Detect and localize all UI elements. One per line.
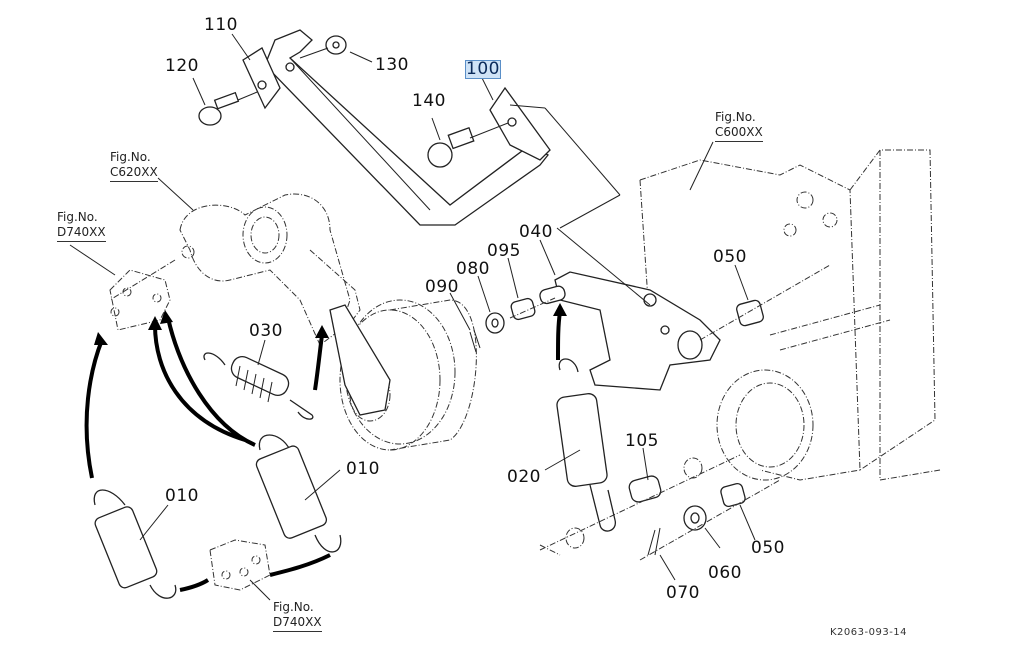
bushing-105 — [628, 475, 662, 503]
figure-ref-d740-top-line2: D740XX — [57, 225, 106, 242]
part-label-020[interactable]: 020 — [507, 467, 541, 487]
figure-ref-c600-line1: Fig.No. — [715, 110, 756, 124]
bolt-120 — [198, 91, 240, 126]
drawing-code: K2063-093-14 — [830, 627, 908, 638]
part-label-090[interactable]: 090 — [425, 277, 459, 297]
spring-030 — [203, 352, 314, 420]
part-label-140[interactable]: 140 — [412, 91, 446, 111]
plate-d740-bottom — [209, 539, 271, 591]
part-label-010-right[interactable]: 010 — [346, 459, 380, 479]
washer-lower — [565, 527, 585, 549]
figure-ref-c620-line1: Fig.No. — [110, 150, 151, 164]
part-label-010-left[interactable]: 010 — [165, 486, 199, 506]
part-label-060[interactable]: 060 — [708, 563, 742, 583]
figure-ref-c620-line2: C620XX — [110, 165, 158, 182]
part-label-095[interactable]: 095 — [487, 241, 521, 261]
plate-d740-top — [109, 269, 171, 331]
pin-lower — [539, 544, 561, 556]
bushing-050-upper — [736, 299, 764, 327]
spring-010-left — [93, 489, 177, 599]
cotter-pin-070 — [647, 527, 661, 556]
part-label-070[interactable]: 070 — [666, 583, 700, 603]
part-label-030[interactable]: 030 — [249, 321, 283, 341]
part-label-130[interactable]: 130 — [375, 55, 409, 75]
tension-pulley — [329, 299, 477, 451]
part-label-050-upper[interactable]: 050 — [713, 247, 747, 267]
washer-060 — [683, 505, 707, 531]
rod-bracket — [198, 29, 549, 226]
figure-ref-d740-top-line1: Fig.No. — [57, 210, 98, 224]
figure-ref-d740-bottom-line2: D740XX — [273, 615, 322, 632]
leader-lines — [69, 33, 831, 601]
spring-020 — [556, 358, 616, 532]
washer-080 — [485, 312, 505, 334]
bracket-100 — [427, 86, 551, 168]
part-label-050-lower[interactable]: 050 — [751, 538, 785, 558]
part-label-110[interactable]: 110 — [204, 15, 238, 35]
part-label-040[interactable]: 040 — [519, 222, 553, 242]
assembly-arrows — [84, 303, 567, 592]
washer-upper — [683, 457, 703, 479]
part-label-100[interactable]: 100 — [465, 59, 501, 79]
part-label-120[interactable]: 120 — [165, 56, 199, 76]
part-label-080[interactable]: 080 — [456, 259, 490, 279]
part-label-105[interactable]: 105 — [625, 431, 659, 451]
figure-ref-d740-bottom-line1: Fig.No. — [273, 600, 314, 614]
frame-housing — [639, 149, 941, 481]
spring-010-right — [255, 434, 342, 553]
figure-ref-c600[interactable]: Fig.No. C600XX — [715, 110, 763, 142]
bushing-050-lower — [720, 482, 746, 508]
bushing-095 — [510, 297, 536, 321]
figure-ref-d740-top[interactable]: Fig.No. D740XX — [57, 210, 106, 242]
figure-ref-d740-bottom[interactable]: Fig.No. D740XX — [273, 600, 322, 632]
cotter-pin-090 — [469, 329, 481, 353]
idler-arm-040 — [539, 271, 721, 391]
figure-ref-c600-line2: C600XX — [715, 125, 763, 142]
figure-ref-c620[interactable]: Fig.No. C620XX — [110, 150, 158, 182]
